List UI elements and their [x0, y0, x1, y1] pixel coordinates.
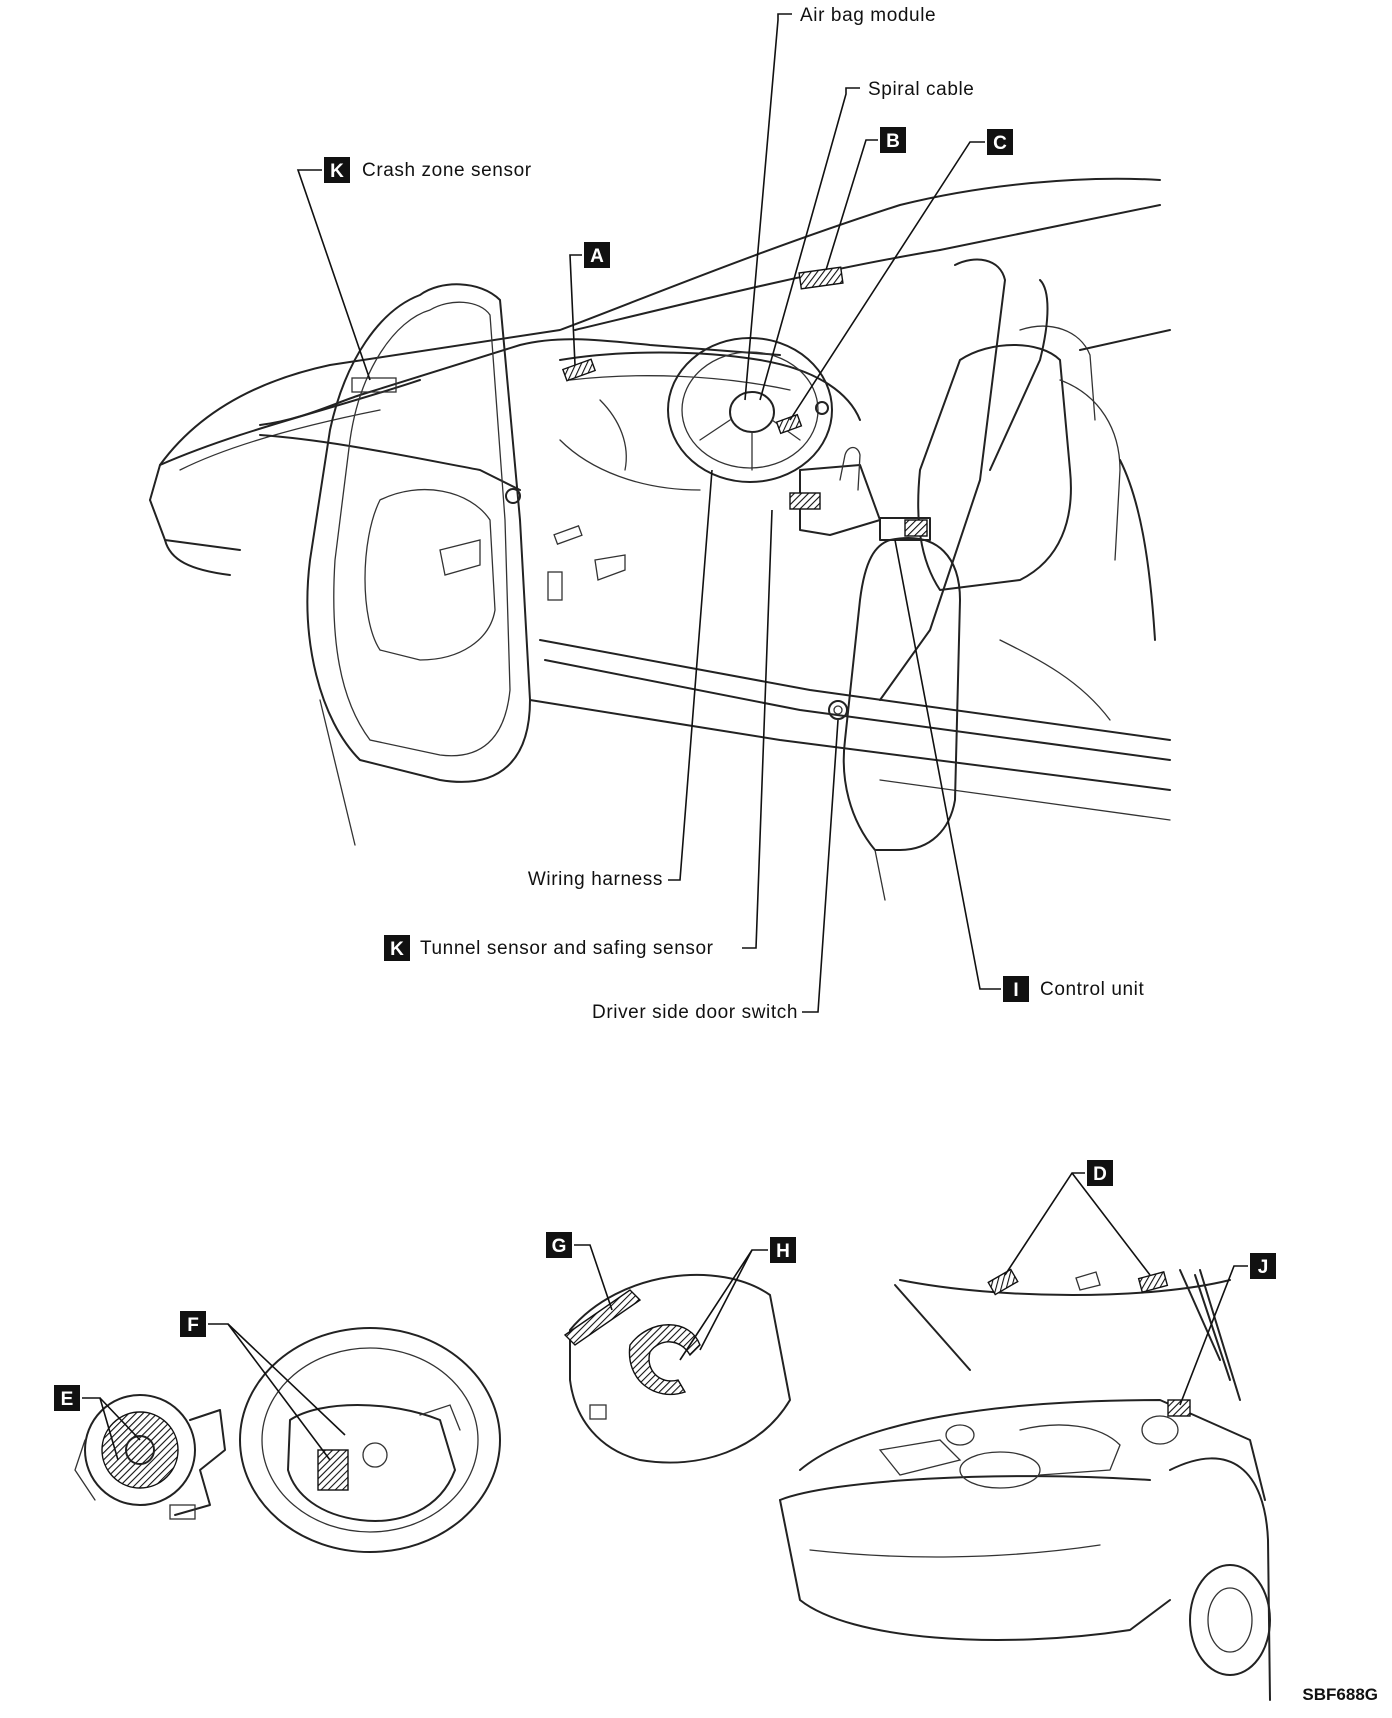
- callout-tunnel-sensor: K Tunnel sensor and safing sensor: [384, 509, 773, 961]
- code-H-text: H: [776, 1241, 790, 1262]
- code-A-box: [584, 242, 610, 268]
- code-B-box: [880, 127, 906, 153]
- code-K-tunnel-box: [384, 935, 410, 961]
- code-D-text: D: [1093, 1164, 1107, 1185]
- code-E-box: [54, 1385, 80, 1411]
- car-interior-illustration: [149, 177, 1171, 901]
- code-I-text: I: [1013, 980, 1018, 1001]
- callout-control-unit: I Control unit: [894, 539, 1144, 1002]
- air-bag-module-label: Air bag module: [800, 5, 936, 26]
- code-G-text: G: [552, 1236, 567, 1257]
- steering-wheel-illustration: [239, 1327, 501, 1553]
- callout-code-G: G: [546, 1232, 613, 1311]
- callout-code-D: D: [1004, 1160, 1151, 1276]
- callout-code-B: B: [825, 127, 906, 271]
- callout-spiral-cable: Spiral cable: [759, 79, 974, 401]
- crash-zone-sensor-label: Crash zone sensor: [362, 160, 532, 181]
- airbag-module-illustration: [563, 1273, 791, 1464]
- spiral-cable-illustration: [74, 1394, 226, 1520]
- code-D-box: [1087, 1160, 1113, 1186]
- code-J-text: J: [1258, 1257, 1269, 1278]
- code-K-tunnel-text: K: [390, 939, 404, 960]
- callout-code-H: H: [679, 1237, 796, 1361]
- code-E-text: E: [61, 1389, 74, 1410]
- callout-air-bag-module: Air bag module: [744, 5, 936, 401]
- tunnel-sensor-label: Tunnel sensor and safing sensor: [420, 938, 714, 959]
- code-G-box: [546, 1232, 572, 1258]
- callout-wiring-harness: Wiring harness: [528, 469, 713, 890]
- callout-crash-zone-sensor: K Crash zone sensor: [296, 157, 532, 381]
- code-A-text: A: [590, 246, 604, 267]
- code-F-box: [180, 1311, 206, 1337]
- code-I-box: [1003, 976, 1029, 1002]
- code-H-box: [770, 1237, 796, 1263]
- code-C-text: C: [993, 133, 1007, 154]
- code-B-text: B: [886, 131, 900, 152]
- figure-id: SBF688G: [1302, 1685, 1378, 1704]
- code-K-crash-box: [324, 157, 350, 183]
- callout-code-E: E: [54, 1385, 141, 1461]
- control-unit-label: Control unit: [1040, 979, 1144, 1000]
- driver-door-switch-label: Driver side door switch: [592, 1002, 798, 1023]
- code-J-box: [1250, 1253, 1276, 1279]
- callout-code-C: C: [789, 129, 1013, 421]
- wiring-harness-label: Wiring harness: [528, 869, 663, 890]
- spiral-cable-label: Spiral cable: [868, 79, 974, 100]
- code-C-box: [987, 129, 1013, 155]
- callout-code-F: F: [180, 1311, 346, 1461]
- code-K-crash-text: K: [330, 161, 344, 182]
- code-F-text: F: [187, 1315, 199, 1336]
- callout-driver-door-switch: Driver side door switch: [592, 719, 839, 1023]
- car-front-hood-open-illustration: [779, 1268, 1271, 1701]
- callout-code-A: A: [569, 242, 610, 366]
- callout-code-J: J: [1179, 1253, 1276, 1406]
